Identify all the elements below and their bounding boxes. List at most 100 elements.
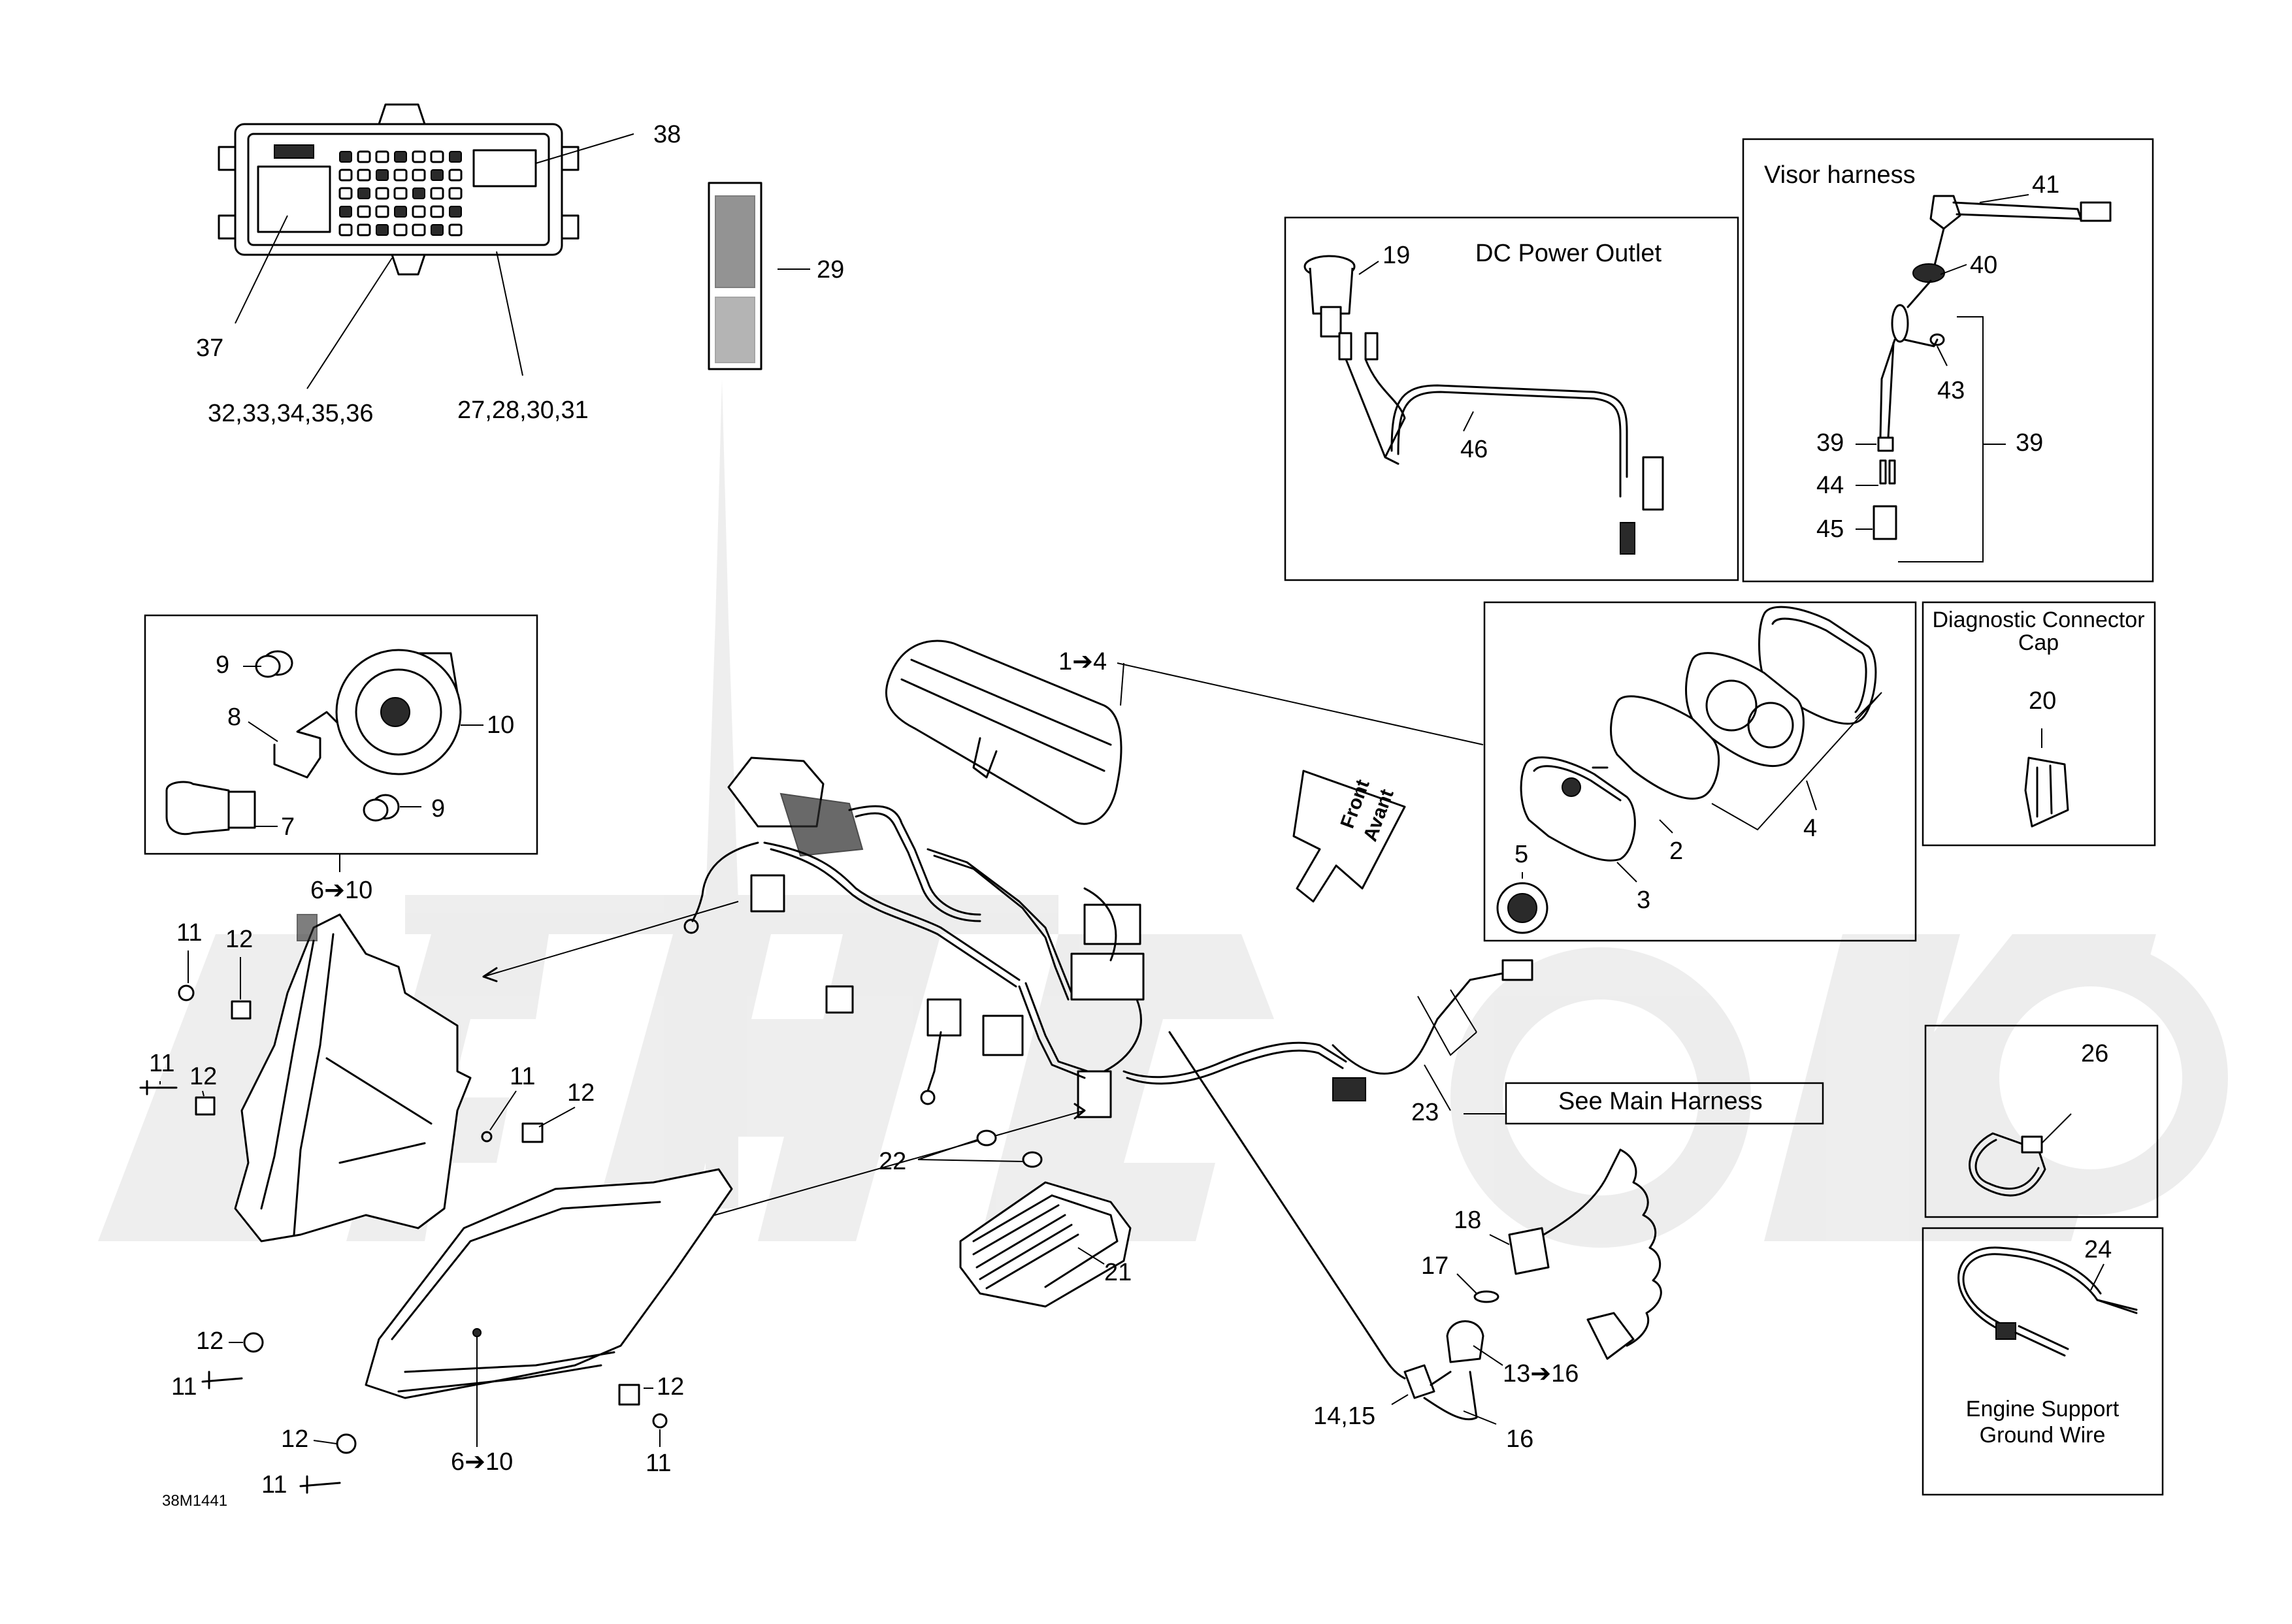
diagnostic-connector-box <box>1922 601 2156 847</box>
callout-4: 4 <box>1803 815 1817 842</box>
callout-19: 19 <box>1383 242 1410 269</box>
callout-27-31: 27,28,30,31 <box>457 397 589 424</box>
fuse-slot <box>338 223 353 236</box>
callout-23: 23 <box>1411 1099 1439 1126</box>
fuse-label-card <box>708 182 762 370</box>
callout-44: 44 <box>1816 472 1844 499</box>
ground-wire-title: Engine Support <box>1966 1397 2120 1421</box>
gauge-exploded-box <box>1483 601 1917 942</box>
dc-power-outlet-title: DC Power Outlet <box>1475 240 1662 267</box>
fuse-slot <box>431 224 444 236</box>
diagram-code: 38M1441 <box>162 1492 227 1510</box>
outlet-connector-b <box>1620 522 1635 555</box>
leader-27-31 <box>496 251 523 376</box>
bulb-parts <box>165 649 462 836</box>
callout-40: 40 <box>1970 252 1997 279</box>
callout-11-f: 11 <box>261 1471 287 1499</box>
fuse-slot <box>448 187 463 200</box>
callout-1-4: 1➔4 <box>1058 648 1107 675</box>
dc-power-outlet-box <box>1284 216 1739 581</box>
tether-cord-part <box>1403 1148 1662 1421</box>
leader-3 <box>1616 862 1637 883</box>
headlight-bulb-box <box>144 614 538 855</box>
left-headlight-part <box>234 913 472 1242</box>
outlet-connector <box>1642 456 1664 511</box>
fuse-grid <box>338 150 463 236</box>
fuse-slot <box>394 151 407 163</box>
callout-12-e: 12 <box>657 1373 684 1401</box>
strap-box <box>1924 1024 2159 1218</box>
callout-11-d: 11 <box>171 1373 197 1401</box>
leader-22 <box>917 1139 1023 1162</box>
fuse-slot <box>412 150 426 163</box>
callout-9-b: 9 <box>431 795 445 822</box>
diagnostic-connector-title: Diagnostic Connector <box>1932 608 2144 632</box>
leader-21 <box>1077 1247 1105 1265</box>
fuse-slot <box>338 187 353 200</box>
callout-11-a: 11 <box>176 919 202 947</box>
fuse-slot <box>431 169 444 181</box>
leader-1-4-to-box <box>1117 662 1484 745</box>
callout-8: 8 <box>227 704 241 731</box>
fuse-slot <box>449 151 462 163</box>
outlet-wires <box>1345 358 1406 465</box>
front-arrow: Front Avant <box>1292 770 1406 903</box>
gauge-exploded-parts <box>1496 606 1877 934</box>
leader-2 <box>1659 819 1673 834</box>
leader-12b <box>202 1090 205 1097</box>
see-main-harness-box <box>1505 1082 1824 1125</box>
fuse-slot <box>375 150 389 163</box>
fuse-slot <box>375 205 389 218</box>
callout-37: 37 <box>196 334 223 362</box>
callout-11-b: 11 <box>149 1050 174 1077</box>
fuse-slot <box>376 224 389 236</box>
callout-3: 3 <box>1637 886 1650 914</box>
callout-38: 38 <box>653 121 681 148</box>
bracket-4 <box>1711 692 1882 831</box>
strap-part <box>1969 1132 2046 1197</box>
callout-7: 7 <box>281 813 295 841</box>
callout-9-a: 9 <box>216 651 229 679</box>
leader-40 <box>1940 264 1967 275</box>
voltage-regulator-part <box>959 1129 1132 1308</box>
leader-11c <box>489 1090 517 1131</box>
visor-harness-title: Visor harness <box>1764 161 1916 189</box>
diagnostic-connector-title-2: Cap <box>2018 630 2059 655</box>
leader-18 <box>1489 1234 1510 1245</box>
leader-23 <box>1424 1064 1451 1111</box>
ground-wire-title-2: Ground Wire <box>1980 1423 2106 1448</box>
leader-13-16 <box>1473 1345 1503 1366</box>
diagnostic-cap-part <box>2024 756 2069 828</box>
callout-16: 16 <box>1506 1425 1533 1453</box>
leader-46 <box>1463 411 1474 432</box>
fuse-slot <box>357 223 371 236</box>
callout-45: 45 <box>1816 515 1844 543</box>
fuse-slot <box>412 223 426 236</box>
callout-12-c: 12 <box>567 1079 595 1107</box>
leader-16 <box>1463 1410 1497 1425</box>
see-main-harness-label: See Main Harness <box>1558 1088 1763 1115</box>
ground-wire-box <box>1922 1227 2164 1496</box>
fuse-slot <box>430 150 444 163</box>
leader-43 <box>1937 346 1948 366</box>
callout-22: 22 <box>879 1148 906 1175</box>
main-harness-part <box>683 756 1533 1380</box>
fuse-slot <box>357 169 371 182</box>
fuse-slot <box>338 169 353 182</box>
callout-17: 17 <box>1421 1252 1449 1280</box>
arrow-6-10-upper <box>483 901 739 977</box>
visor-harness-part <box>1873 195 2112 540</box>
fuse-slot <box>449 206 462 218</box>
leader-12f <box>313 1440 337 1444</box>
leader-12c <box>538 1107 576 1128</box>
callout-43: 43 <box>1937 377 1965 404</box>
leader-14-15 <box>1391 1394 1409 1405</box>
leader-19 <box>1358 261 1379 275</box>
callout-13-16: 13➔16 <box>1503 1360 1579 1388</box>
arrowhead-b <box>482 967 498 983</box>
callout-2: 2 <box>1669 837 1683 865</box>
fuse-slot <box>357 150 371 163</box>
leader-1-4 <box>1120 662 1124 706</box>
leader-17 <box>1456 1273 1477 1294</box>
callout-12-a: 12 <box>225 926 253 953</box>
